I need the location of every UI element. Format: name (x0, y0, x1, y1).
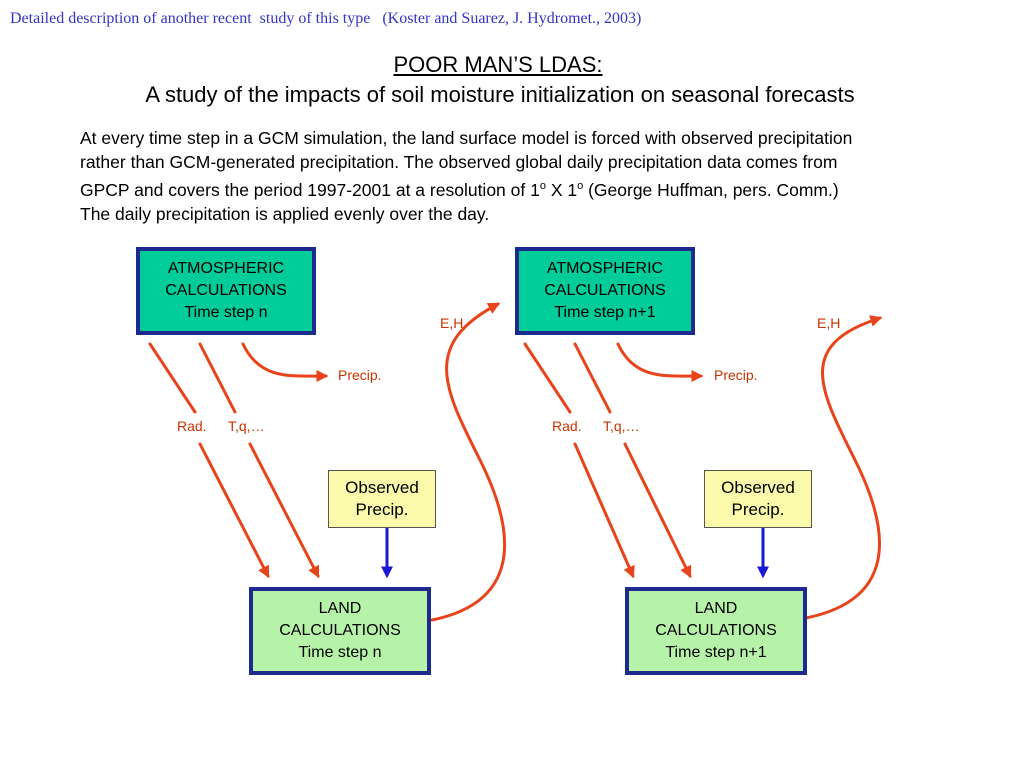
atmospheric-calculations-box-n: ATMOSPHERIC CALCULATIONS Time step n (136, 247, 316, 335)
land-calculations-box-n: LAND CALCULATIONS Time step n (249, 587, 431, 675)
eh-arrow-left (430, 302, 507, 622)
tq-arrow-lower-left (248, 442, 320, 579)
description-line-4: The daily precipitation is applied evenl… (80, 203, 490, 224)
obs-box-line-2: Precip. (355, 500, 409, 519)
observed-precip-box-n: Observed Precip. (328, 470, 436, 528)
atm-box-line-3: Time step n (184, 304, 268, 321)
land-box-line-2: CALCULATIONS (279, 622, 401, 639)
atm-box-line-2: CALCULATIONS (165, 282, 287, 299)
degree-superscript: o (539, 180, 546, 192)
description-paragraph: At every time step in a GCM simulation, … (80, 126, 980, 226)
tq-arrow-lower-right (623, 442, 692, 579)
rad-arrow-upper-left (148, 342, 197, 414)
rad-arrow-lower-right (573, 442, 635, 579)
land-box-line-3: Time step n (298, 644, 382, 661)
atmospheric-calculations-box-n1: ATMOSPHERIC CALCULATIONS Time step n+1 (515, 247, 695, 335)
slide-subtitle: A study of the impacts of soil moisture … (145, 82, 855, 107)
tq-label-right: T,q,… (603, 418, 640, 434)
obs-box-line-2: Precip. (731, 500, 785, 519)
obs-box-line-1: Observed (345, 478, 419, 497)
land-box-line-3: Time step n+1 (665, 644, 767, 661)
precip-label-right: Precip. (714, 367, 758, 383)
atm-box-line-1: ATMOSPHERIC (546, 260, 664, 277)
description-line-3: GPCP and covers the period 1997-2001 at … (80, 174, 980, 202)
slide-caption: Detailed description of another recent s… (10, 10, 642, 27)
slide-title: POOR MAN’S LDAS: (393, 52, 603, 77)
observed-precip-box-n1: Observed Precip. (704, 470, 812, 528)
tq-arrow-upper-left (198, 342, 237, 414)
rad-arrow-upper-right (523, 342, 572, 414)
description-line-3-start: GPCP and covers the period 1997-2001 at … (80, 179, 540, 200)
precip-label-left: Precip. (338, 367, 382, 383)
rad-label-right: Rad. (552, 418, 582, 434)
precip-arrow-right (616, 342, 704, 383)
description-line-1: At every time step in a GCM simulation, … (80, 128, 853, 148)
atm-box-line-2: CALCULATIONS (544, 282, 666, 299)
eh-label-right: E,H (817, 315, 841, 331)
land-calculations-box-n1: LAND CALCULATIONS Time step n+1 (625, 587, 807, 675)
description-line-3-middle: X 1 (545, 179, 578, 200)
tq-arrow-upper-right (573, 342, 612, 414)
description-line-2: rather than GCM-generated precipitation.… (80, 152, 838, 172)
atm-box-line-3: Time step n+1 (554, 304, 656, 321)
eh-label-left: E,H (440, 315, 464, 331)
rad-label-left: Rad. (177, 418, 207, 434)
degree-superscript: o (577, 180, 584, 192)
land-box-line-2: CALCULATIONS (655, 622, 777, 639)
obs-box-line-1: Observed (721, 478, 795, 497)
precip-arrow-left (241, 342, 329, 383)
eh-arrow-right (804, 315, 883, 620)
description-line-3-end: (George Huffman, pers. Comm.) (583, 179, 839, 200)
land-box-line-1: LAND (318, 600, 362, 617)
rad-arrow-lower-left (198, 442, 270, 579)
land-box-line-1: LAND (694, 600, 738, 617)
atm-box-line-1: ATMOSPHERIC (167, 260, 285, 277)
tq-label-left: T,q,… (228, 418, 265, 434)
